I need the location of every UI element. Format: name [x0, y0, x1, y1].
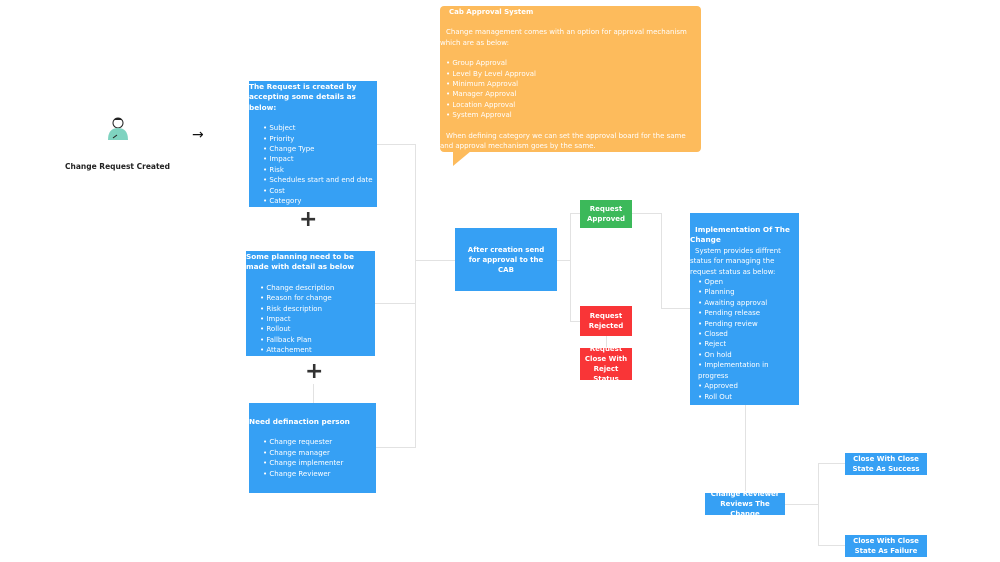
connector: [313, 384, 314, 403]
list-item: Category: [263, 196, 377, 206]
list-item: Change requester: [263, 437, 376, 447]
list-item: Impact: [260, 314, 375, 324]
list-item: Open: [698, 277, 799, 287]
connector: [415, 144, 416, 448]
connector: [661, 213, 662, 308]
list-item: Cost: [263, 186, 377, 196]
connector: [570, 213, 580, 214]
implementation-box[interactable]: Implementation Of The Change System prov…: [690, 213, 799, 405]
list-item: Impact: [263, 154, 377, 164]
persons-box[interactable]: Need definaction person Change requester…: [249, 403, 376, 493]
list-item: Location Approval: [446, 100, 701, 110]
list-item: Change Reviewer: [263, 469, 376, 479]
status-list: OpenPlanningAwaiting approvalPending rel…: [690, 277, 799, 402]
cab-callout[interactable]: Cab Approval System Change management co…: [440, 6, 701, 152]
connector: [818, 463, 845, 464]
list-item: Reason for change: [260, 293, 375, 303]
box-title: Implementation Of The Change: [690, 225, 790, 245]
list-item: System Approval: [446, 110, 701, 120]
callout-outro: When defining category we can set the ap…: [440, 131, 686, 151]
callout-title: Cab Approval System: [449, 8, 534, 16]
person-writing-icon: [105, 116, 131, 142]
list-item: Pending review: [698, 319, 799, 329]
connector: [785, 504, 818, 505]
list-item: Schedules start and end date: [263, 175, 377, 185]
start-label: Change Request Created: [64, 162, 171, 171]
connector: [818, 545, 845, 546]
list-item: Subject: [263, 123, 377, 133]
list-item: Level By Level Approval: [446, 69, 701, 79]
callout-tail: [453, 151, 471, 166]
failure-box[interactable]: Close With Close State As Failure: [845, 535, 927, 557]
request-approved-box[interactable]: Request Approved: [580, 200, 632, 228]
list-item: Risk: [263, 165, 377, 175]
connector: [606, 336, 607, 348]
connector: [570, 321, 580, 322]
connector: [377, 144, 415, 145]
list-item: Rollout: [260, 324, 375, 334]
connector: [415, 260, 455, 261]
arrow-icon: →: [192, 127, 204, 143]
list-item: Attachement: [260, 345, 375, 355]
connector: [745, 405, 746, 493]
list-item: Awaiting approval: [698, 298, 799, 308]
connector: [376, 447, 415, 448]
list-item: Change Type: [263, 144, 377, 154]
planning-list: Change descriptionReason for changeRisk …: [246, 283, 375, 356]
cab-box[interactable]: After creation send for approval to the …: [455, 228, 557, 291]
list-item: Implementation in progress: [698, 360, 799, 381]
detail-list: SubjectPriorityChange TypeImpactRiskSche…: [249, 123, 377, 206]
list-item: On hold: [698, 350, 799, 360]
box-title: Some planning need to be made with detai…: [246, 252, 355, 272]
list-item: Minimum Approval: [446, 79, 701, 89]
box-title: Need definaction person: [249, 417, 350, 426]
box-title: The Request is created by accepting some…: [249, 82, 357, 112]
list-item: Pending release: [698, 308, 799, 318]
list-item: Change description: [260, 283, 375, 293]
reviewer-box[interactable]: Change Reviewer Reviews The Change: [705, 490, 785, 518]
planning-box[interactable]: Some planning need to be made with detai…: [246, 251, 375, 356]
list-item: Roll Out: [698, 392, 799, 402]
reject-close-box[interactable]: Request Close With Reject Status: [580, 345, 632, 383]
persons-list: Change requesterChange managerChange imp…: [249, 437, 376, 479]
success-box[interactable]: Close With Close State As Success: [845, 453, 927, 475]
list-item: Manager Approval: [446, 89, 701, 99]
list-item: Closed: [698, 329, 799, 339]
list-item: Risk description: [260, 304, 375, 314]
list-item: Reject: [698, 339, 799, 349]
list-item: Planning: [698, 287, 799, 297]
list-item: Approved: [698, 381, 799, 391]
impl-intro: System provides diffrent status for mana…: [690, 246, 781, 276]
list-item: Group Approval: [446, 58, 701, 68]
plus-icon: +: [305, 359, 324, 384]
plus-icon: +: [299, 207, 318, 232]
request-rejected-box[interactable]: Request Rejected: [580, 306, 632, 336]
list-item: Priority: [263, 134, 377, 144]
connector: [818, 463, 819, 546]
list-item: Change manager: [263, 448, 376, 458]
callout-intro: Change management comes with an option f…: [440, 28, 687, 47]
connector: [632, 213, 661, 214]
request-details-box[interactable]: The Request is created by accepting some…: [249, 81, 377, 207]
approval-list: Group ApprovalLevel By Level ApprovalMin…: [440, 58, 701, 120]
connector: [557, 260, 570, 261]
list-item: Change implementer: [263, 458, 376, 468]
connector: [375, 303, 415, 304]
list-item: Fallback Plan: [260, 335, 375, 345]
connector: [661, 308, 690, 309]
connector: [570, 213, 571, 322]
